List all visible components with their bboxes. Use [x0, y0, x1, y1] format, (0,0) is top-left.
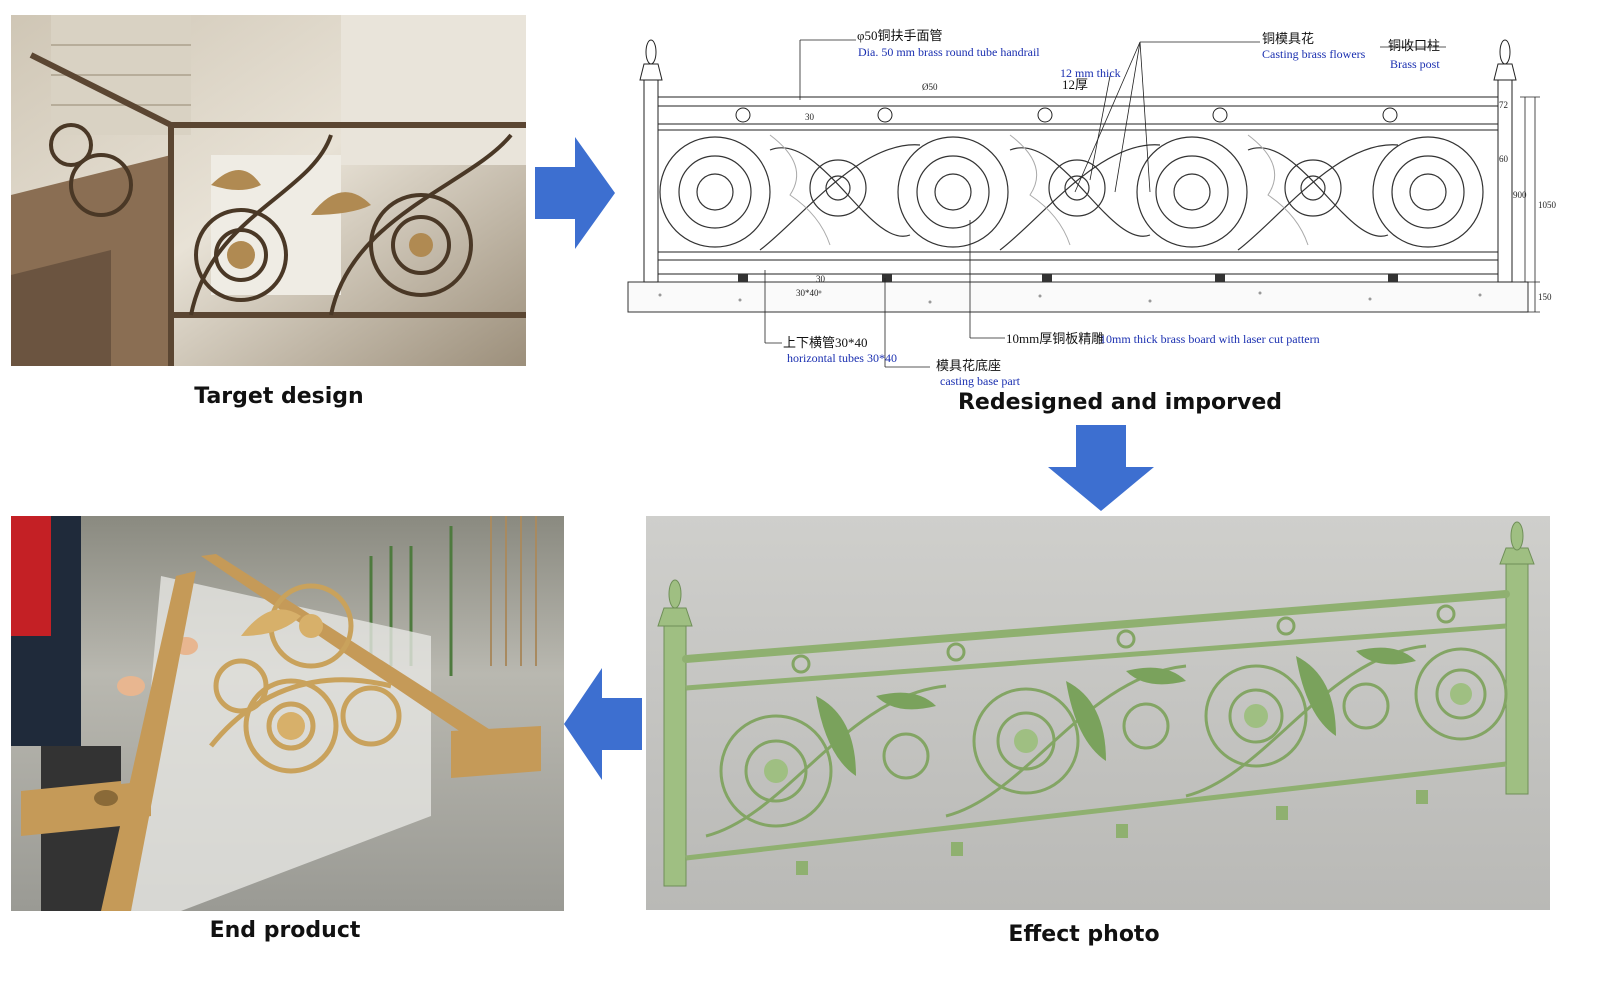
- label-tubes-en: horizontal tubes 30*40: [787, 351, 897, 365]
- label-handrail-cn: φ50铜扶手面管: [857, 28, 943, 43]
- dim-d60: 60: [1499, 154, 1508, 164]
- dim-d900: 900: [1513, 190, 1527, 200]
- label-handrail-en: Dia. 50 mm brass round tube handrail: [858, 45, 1040, 59]
- dim-d3040: 30*40: [796, 288, 819, 298]
- end-product-photo: [11, 516, 564, 911]
- label-board-cn: 10mm厚铜板精雕: [1006, 331, 1105, 346]
- effect-photo: [646, 516, 1550, 910]
- caption-effect-photo: Effect photo: [1008, 922, 1160, 947]
- dim-d1050: 1050: [1538, 200, 1556, 210]
- arrow-right-icon: [535, 137, 615, 249]
- label-board-en: 10mm thick brass board with laser cut pa…: [1100, 332, 1320, 346]
- caption-target-design: Target design: [194, 384, 364, 409]
- dim-d30b: 30: [816, 274, 825, 284]
- arrow-down-icon: [1048, 425, 1154, 511]
- dim-d150: 150: [1538, 292, 1552, 302]
- label-post-cn: 铜收口柱: [1388, 38, 1441, 53]
- caption-end-product: End product: [209, 918, 361, 943]
- label-thick-cn: 12厚: [1062, 77, 1089, 92]
- label-flowers-en: Casting brass flowers: [1262, 47, 1366, 61]
- technical-drawing: φ50铜扶手面管 Dia. 50 mm brass round tube han…: [620, 20, 1595, 395]
- label-post-en: Brass post: [1390, 57, 1440, 71]
- label-thick-en: 12 mm thick: [1060, 66, 1121, 80]
- dim-d72: 72: [1499, 100, 1508, 110]
- label-flowers-cn: 铜模具花: [1262, 31, 1315, 46]
- arrow-left-icon: [564, 668, 642, 780]
- caption-redesigned: Redesigned and imporved: [957, 390, 1282, 415]
- drawing-svg: [627, 39, 1540, 368]
- dim-d30: 30: [805, 112, 814, 122]
- target-design-photo: [11, 15, 526, 366]
- dim-d50: Ø50: [922, 82, 938, 92]
- label-base-en: casting base part: [940, 374, 1020, 388]
- label-base-cn: 模具花底座: [936, 358, 1002, 373]
- label-tubes-cn: 上下横管30*40: [783, 335, 868, 350]
